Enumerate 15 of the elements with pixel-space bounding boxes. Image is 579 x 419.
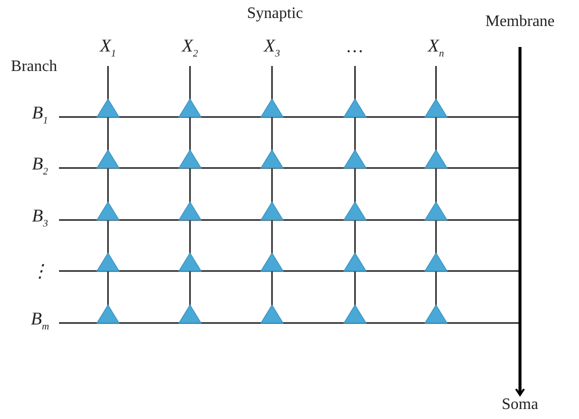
input-label: X$_{3}$ <box>264 36 280 62</box>
node-label: Soma <box>502 396 538 414</box>
node-label: Membrane <box>485 13 555 31</box>
input-label: X$_{1}$ <box>100 36 116 62</box>
input-label: X$_{n}$ <box>428 36 444 62</box>
axis-title: Branch <box>10 58 58 76</box>
axis-title: Synaptic <box>247 5 303 23</box>
branch-label: B$_{1}$ <box>32 104 48 128</box>
branch-label: B$_{m}$ <box>30 310 50 334</box>
branch-label: ⋮ <box>31 262 49 280</box>
branch-label: B$_{3}$ <box>32 206 48 232</box>
input-label: X$_{2}$ <box>182 36 198 62</box>
input-label: … <box>347 37 363 55</box>
branch-label: B$_{2}$ <box>32 154 48 180</box>
membrane-arrow <box>515 47 525 396</box>
